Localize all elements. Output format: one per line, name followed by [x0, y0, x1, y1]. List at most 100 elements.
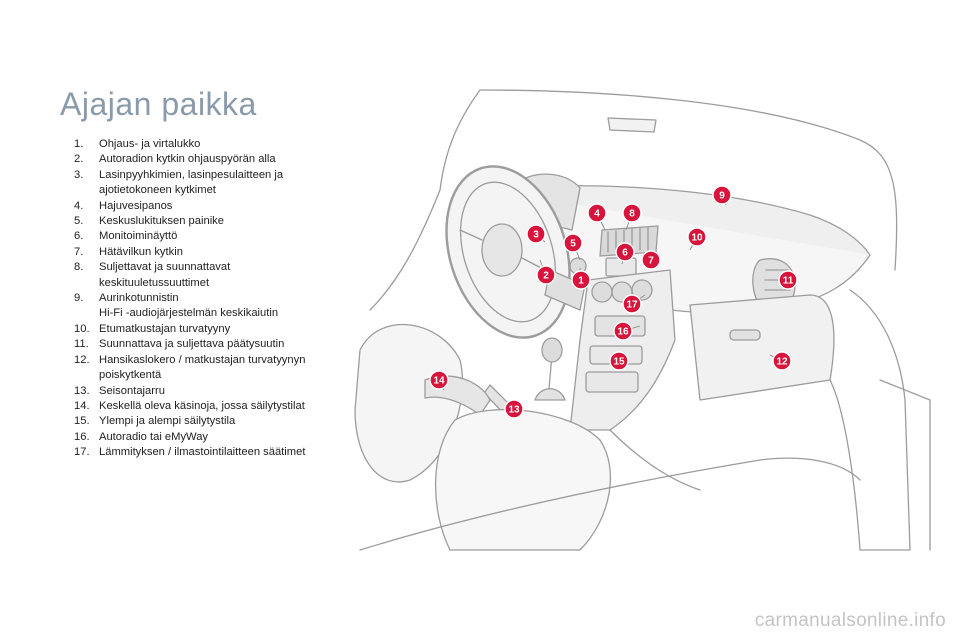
passenger-door — [829, 289, 911, 551]
legend-item-text: Suljettavat ja suunnattavat keskituuletu… — [99, 261, 231, 289]
callout-badge: 7 — [641, 250, 661, 270]
callout-badge: 2 — [536, 265, 556, 285]
callout-badge: 14 — [429, 370, 449, 390]
legend-item-text: Hätävilkun kytkin — [99, 245, 183, 258]
legend-item-text: Hajuvesipanos — [99, 199, 173, 212]
console-side — [609, 429, 701, 491]
glovebox-handle — [729, 329, 761, 341]
legend-item-number: 1. — [74, 138, 84, 150]
legend-item: 7.Hätävilkun kytkin — [74, 245, 336, 260]
windshield-frame — [479, 89, 898, 271]
legend-item-number: 12. — [74, 353, 90, 366]
legend-item: 11.Suunnattava ja suljettava päätysuutin — [74, 337, 336, 352]
callout-circle — [504, 399, 524, 419]
callout-number: 12 — [776, 357, 788, 368]
callout-circle — [622, 294, 642, 314]
legend-item: 9.Aurinkotunnistin Hi-Fi -audiojärjestel… — [74, 291, 336, 322]
gear-boot — [534, 388, 566, 401]
callout-badge: 11 — [778, 270, 798, 290]
legend-item-text: Lasinpyyhkimien, lasinpesulaitteen ja aj… — [99, 168, 284, 197]
callout-number: 2 — [543, 271, 549, 282]
glovebox — [689, 294, 835, 401]
callout-badge: 5 — [563, 233, 583, 253]
callout-number: 6 — [622, 248, 628, 259]
callout-circle — [772, 351, 792, 371]
callout-badge: 13 — [504, 399, 524, 419]
callout-number: 4 — [594, 209, 600, 220]
a-pillar — [439, 89, 481, 191]
callout-badge: 3 — [526, 224, 546, 244]
legend-item-number: 9. — [74, 292, 84, 305]
callout-number: 1 — [578, 276, 584, 287]
callout-circle — [571, 270, 591, 290]
callout-circle — [429, 370, 449, 390]
callout-number: 13 — [508, 405, 520, 416]
callout-number: 10 — [691, 233, 703, 244]
legend-item-number: 8. — [74, 261, 84, 274]
legend-item-text: Ylempi ja alempi säilytystila — [99, 415, 236, 428]
passenger-seat — [434, 409, 612, 551]
callout-badge: 16 — [613, 321, 633, 341]
legend-item: 4. Hajuvesipanos — [74, 199, 336, 214]
legend-item-text: Etumatkustajan turvatyyny — [99, 322, 231, 335]
callout-circle — [687, 227, 707, 247]
callout-circle — [609, 351, 629, 371]
legend-item: 10.Etumatkustajan turvatyyny — [74, 322, 336, 337]
left-pillar — [369, 189, 441, 311]
callout-circle — [615, 242, 635, 262]
callout-circle — [641, 250, 661, 270]
door-sill — [879, 379, 931, 551]
legend-item: 8. Suljettavat ja suunnattavat keskituule… — [74, 260, 336, 291]
climate-knob-right — [631, 279, 653, 301]
legend-item-number: 11. — [74, 338, 89, 351]
legend-item-number: 2. — [74, 153, 84, 166]
legend-item: 5.Keskuslukituksen painike — [74, 214, 336, 229]
gear-knob — [541, 337, 563, 363]
legend-item: 3. Lasinpyyhkimien, lasinpesulaitteen ja … — [74, 168, 336, 199]
callout-number: 15 — [613, 357, 625, 368]
watermark: carmanualsonline.info — [754, 610, 946, 631]
callout-circle — [778, 270, 798, 290]
legend-item-number: 14. — [74, 399, 90, 412]
callout-circle — [712, 185, 732, 205]
mirror — [607, 117, 657, 133]
floor-line — [359, 457, 861, 551]
callout-badge: 15 — [609, 351, 629, 371]
storage-lower — [585, 371, 639, 393]
legend-item-text: Seisontajarru — [99, 384, 165, 397]
callout-circle — [563, 233, 583, 253]
legend-item: 13.Seisontajarru — [74, 384, 336, 399]
legend-item-number: 5. — [74, 215, 84, 228]
callout-badge: 9 — [712, 185, 732, 205]
callout-circle — [622, 203, 642, 223]
legend-item-text: Monitoiminäyttö — [99, 230, 178, 243]
callout-badge: 10 — [687, 227, 707, 247]
legend-item-number: 15. — [74, 415, 90, 428]
callout-circle — [536, 265, 556, 285]
callout-badge: 1 — [571, 270, 591, 290]
legend-item: 17.Lämmityksen / ilmastointilaitteen sää… — [74, 445, 336, 460]
legend-item-number: 4. — [74, 199, 84, 212]
callout-circle — [587, 203, 607, 223]
legend-item-text: Autoradion kytkin ohjauspyörän alla — [99, 153, 276, 166]
callout-badge: 12 — [772, 351, 792, 371]
callout-number: 17 — [626, 300, 638, 311]
callout-number: 5 — [570, 239, 576, 250]
legend-item-number: 3. — [74, 168, 84, 181]
legend-item: 14.Keskellä oleva käsinoja, jossa säilyt… — [74, 399, 336, 414]
callout-number: 9 — [719, 191, 725, 202]
legend-item-text: Hansikaslokero / matkustajan turvatyynyn… — [99, 353, 306, 382]
steering-spoke-left — [459, 229, 483, 241]
steering-wheel-inner — [459, 181, 557, 323]
callout-number: 7 — [648, 256, 654, 267]
legend-item-number: 6. — [74, 230, 84, 243]
legend-item-number: 17. — [74, 446, 90, 459]
callout-number: 11 — [783, 276, 794, 287]
page-title: Ajajan paikka — [60, 86, 257, 122]
callout-circle — [613, 321, 633, 341]
legend-item: 6. Monitoiminäyttö — [74, 229, 336, 244]
legend-item: 2. Autoradion kytkin ohjauspyörän alla — [74, 152, 336, 167]
steering-hub — [481, 223, 523, 277]
